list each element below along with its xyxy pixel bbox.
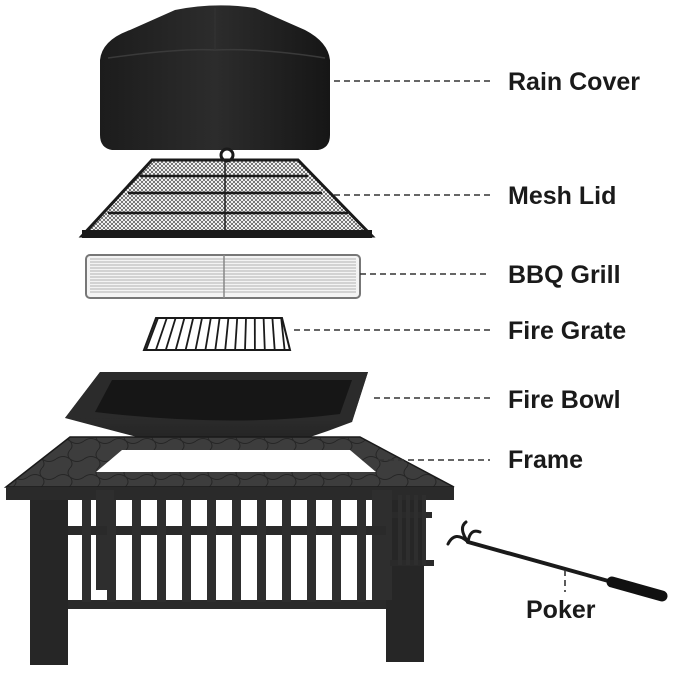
bbq-grill-label: BBQ Grill: [508, 261, 621, 290]
rain-cover-label: Rain Cover: [508, 68, 640, 97]
mesh-lid-label: Mesh Lid: [508, 182, 616, 211]
frame-illustration: [6, 437, 454, 665]
poker-label: Poker: [526, 596, 595, 625]
poker-illustration: [448, 522, 662, 596]
frame-label: Frame: [508, 446, 583, 475]
bbq-grill-illustration: [86, 255, 360, 298]
rain-cover-illustration: [100, 5, 330, 150]
fire-bowl-label: Fire Bowl: [508, 386, 621, 415]
mesh-lid-illustration: [82, 149, 372, 238]
fire-grate-illustration: [144, 318, 290, 350]
fire-grate-label: Fire Grate: [508, 317, 626, 346]
